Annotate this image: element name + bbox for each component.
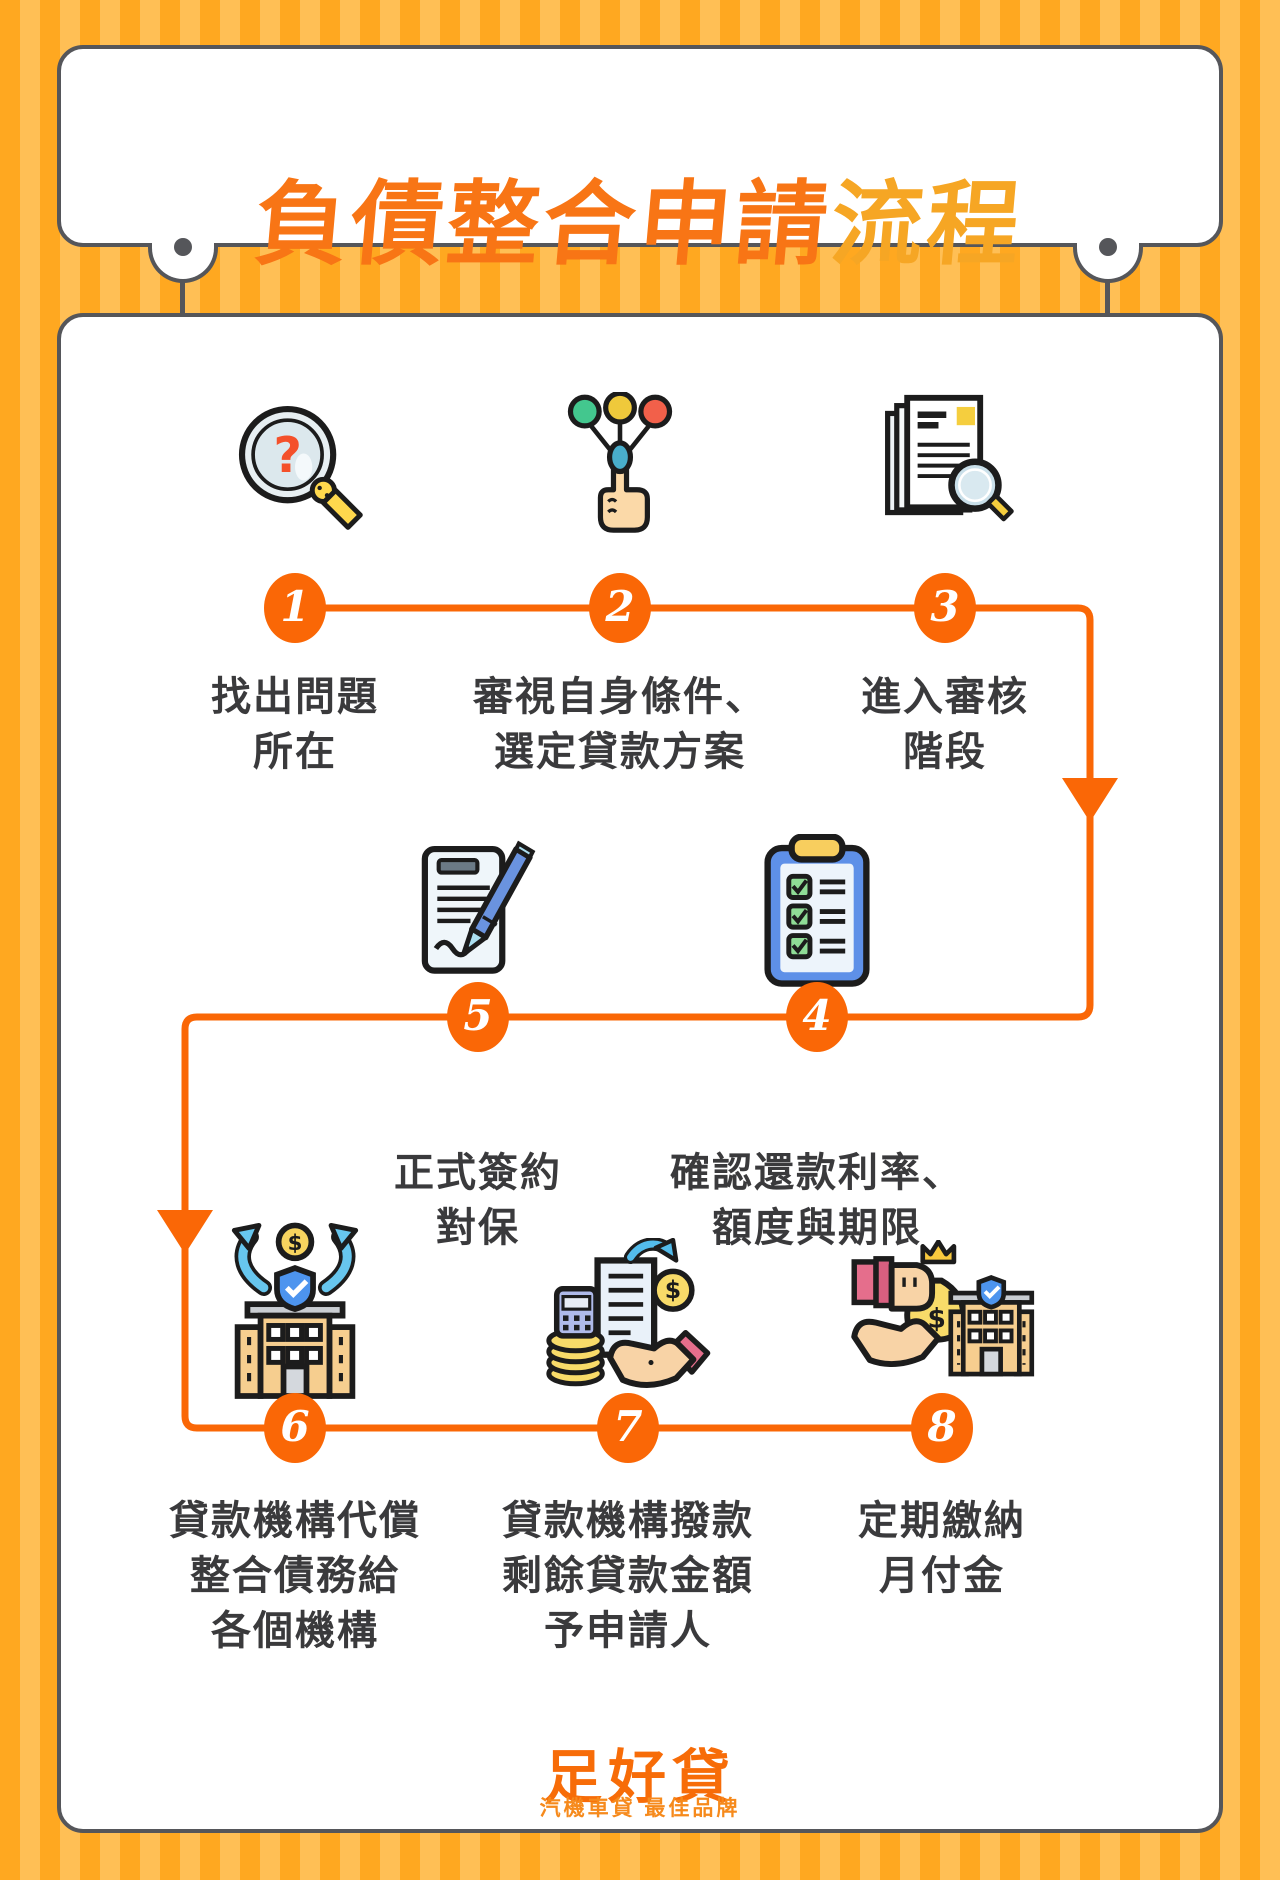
page-title: 負債整合申請流程 [51,150,1229,283]
contract-signing-icon [400,838,552,990]
step-number-8-text: 8 [927,1402,957,1451]
step-number-3: 3 [914,573,976,643]
step-number-5-text: 5 [463,991,493,1040]
document-review-icon [872,390,1018,536]
pin-dot-right [1099,238,1117,256]
magnifier-question-icon: ? [225,398,365,536]
step-number-1: 1 [264,573,326,643]
step-number-4: 4 [786,982,848,1052]
step-label-3: 進入審核階段 [861,675,1029,774]
loan-disbursement-icon: $ [541,1238,717,1396]
step-label-8: 定期繳納月付金 [858,1499,1026,1598]
payment-hand-icon: $ [848,1240,1038,1396]
step-label-4: 確認還款利率、額度與期限 [670,1151,964,1250]
pin-dot-left [174,238,192,256]
brand-tagline: 汽機車貸 最佳品牌 [539,1797,741,1820]
step-number-4-text: 4 [802,991,832,1040]
title-accent: 流程 [826,173,1028,276]
brand-logo: 足好貸 [543,1745,736,1810]
step-number-2-text: 2 [605,582,635,631]
step-number-8: 8 [911,1393,973,1463]
step-label-6: 貸款機構代償整合債務給各個機構 [169,1499,421,1653]
step-number-5: 5 [447,982,509,1052]
step-number-6-text: 6 [280,1402,310,1451]
svg-text:$: $ [665,1276,681,1304]
step-number-7: 7 [597,1393,659,1463]
title-main: 負債整合申請 [250,173,836,276]
step-number-6: 6 [264,1393,326,1463]
svg-text:?: ? [273,426,302,484]
step-number-1-text: 1 [280,582,310,631]
header-card [57,45,1223,247]
step-number-3-text: 3 [930,582,960,631]
step-number-7-text: 7 [613,1402,643,1451]
step-label-7: 貸款機構撥款剩餘貸款金額予申請人 [502,1499,754,1653]
checklist-clipboard-icon [742,834,892,992]
option-select-hand-icon [550,392,690,538]
step-number-2: 2 [589,573,651,643]
